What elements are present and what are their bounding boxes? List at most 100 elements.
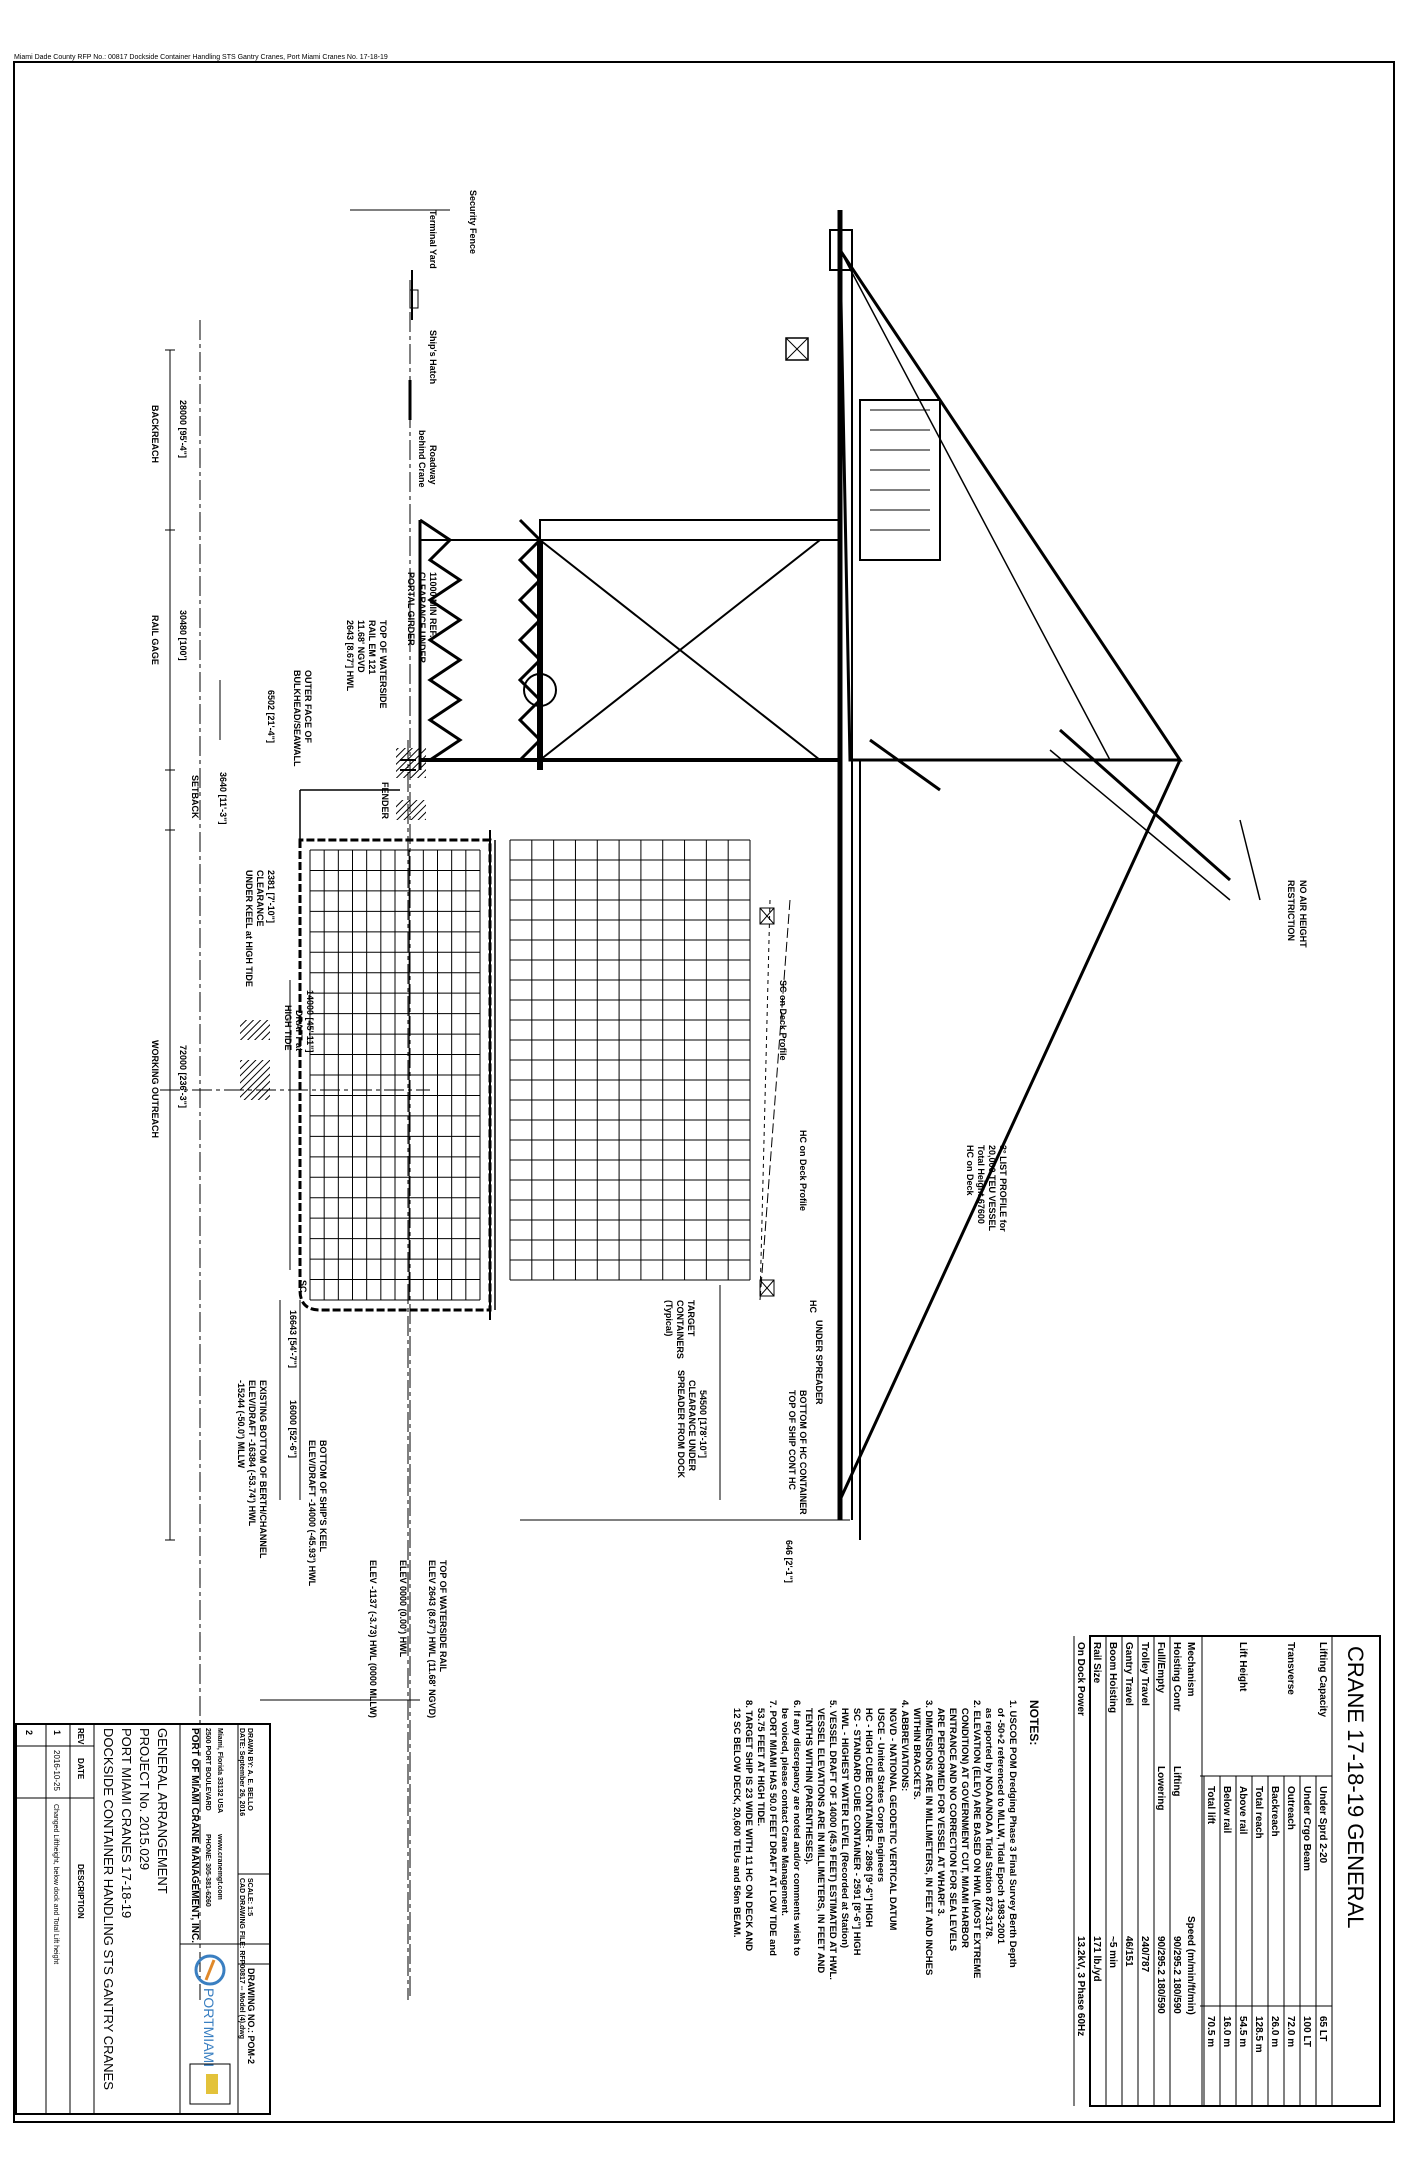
col-date: DATE	[76, 1758, 85, 1780]
dim-6502-label: 6502 [21'-4"]	[266, 690, 276, 743]
dim-railgage-label-2: RAIL GAGE	[150, 615, 160, 665]
note-line: as reported by NOAA/NOAA Tidal Station 8…	[983, 1700, 994, 1939]
note-line: 7. PORT MIAMI HAS 50.0 FEET DRAFT AT LOW…	[767, 1700, 778, 1956]
dimension-lines	[160, 320, 850, 2000]
spec-row-value: 54.5 m	[1237, 2016, 1248, 2047]
spec-row-value: 16.0 m	[1221, 2016, 1232, 2047]
vessel-hull	[298, 838, 492, 1312]
note-line: of -50+2 referenced to MLLW, Tidal Epoch…	[995, 1700, 1006, 1945]
clearance-portal-label-3: PORTAL GIRDER	[406, 572, 416, 646]
mech-row-value: 46/151	[1123, 1936, 1134, 1967]
note-line: USCE - United States Corps Engineers	[875, 1700, 886, 1882]
dim-16000-label: 16000 [52'-6"]	[288, 1400, 298, 1458]
sc-marker-label: SC	[298, 1280, 308, 1293]
below-deck-cargo	[309, 849, 481, 1301]
note-line: ENTRANCE AND NO CORRECTION FOR SEA LEVEL…	[947, 1700, 958, 1951]
rev-no: 2	[24, 1730, 34, 1735]
clearance-2381-label-2: CLEARANCE	[255, 870, 265, 927]
mech-row-label: Gantry Travel	[1123, 1642, 1134, 1706]
hc-marker-label: HC	[808, 1300, 818, 1313]
spec-row-sub: Under Sprd 2-20	[1317, 1786, 1328, 1864]
dim-backreach-label-1: 28000 [95'-4"]	[178, 400, 188, 458]
document-header: Miami Dade County RFP No.: 00817 Docksid…	[14, 54, 388, 61]
note-line: 2. ELEVATION (ELEV) ARE BASED ON HWL (MO…	[971, 1700, 982, 1978]
spec-row-label: Lift Height	[1237, 1642, 1248, 1692]
dim-backreach-label-2: BACKREACH	[150, 405, 160, 463]
note-line: 6. If any discrepancy are noted and/or c…	[791, 1700, 802, 1956]
title-block: 2 1 2016-10-25 Changed Liftheight, below…	[15, 1723, 271, 2115]
crane-elevation	[350, 209, 1261, 2000]
draft-label-1: DRAFT at	[294, 1010, 304, 1051]
keel-label-1: BOTTOM OF SHIP'S KEEL	[318, 1440, 328, 1552]
fender-label: FENDER	[380, 782, 390, 820]
drawing-border	[13, 61, 1395, 2123]
col-desc: DESCRIPTION	[76, 1864, 85, 1919]
target-container-bottom	[759, 1279, 775, 1297]
clearance-2381-label-1: 2381 [7'-10"]	[266, 870, 276, 923]
org-4: PHONE: 305-381-6260	[204, 1834, 211, 1907]
no-air-height-label: NO AIR HEIGHT	[1298, 880, 1308, 948]
list-profile-label-3: Total Height 67600	[976, 1145, 986, 1224]
under-spreader-label: UNDER SPREADER	[814, 1320, 824, 1405]
list-profile-label-4: HC on Deck	[965, 1145, 975, 1197]
hc-profile-label: HC on Deck Profile	[798, 1130, 808, 1211]
dim-646-label: 646 [2'-1"]	[784, 1540, 794, 1583]
date: DATE: September 26, 2016	[238, 1728, 245, 1816]
counterweight-box	[785, 337, 809, 361]
spec-row-value: 65 LT	[1317, 2016, 1328, 2041]
bottom-hc-label-2: TOP OF SHIP CONT HC	[787, 1390, 797, 1491]
target-label-2: CONTAINERS	[675, 1300, 685, 1359]
mech-row-label: Boom Hoisting	[1107, 1642, 1118, 1713]
elev-label-3: ELEV 0000 (0.00') HWL	[398, 1560, 408, 1658]
outer-face-label-2: BULKHEAD/SEAWALL	[292, 670, 302, 767]
spec-row-value: 72.0 m	[1285, 2016, 1296, 2047]
mech-row-value: 240/787	[1139, 1936, 1150, 1973]
machinery-house	[859, 399, 941, 561]
org-3: Miami, Florida 33132 USA	[216, 1728, 223, 1813]
proj-4: GENERAL ARRANGEMENT	[155, 1728, 170, 1894]
mech-row-label: Hoisting Contr	[1171, 1642, 1182, 1712]
on-deck-cargo	[509, 839, 751, 1281]
clearance-portal-label-2: CLEARANCE UNDER	[417, 572, 427, 664]
spec-row-sub: Total lift	[1205, 1786, 1216, 1825]
restriction-label: RESTRICTION	[1286, 880, 1296, 941]
dim-54500-label-3: SPREADER FROM DOCK	[676, 1370, 686, 1479]
target-label-1: TARGET	[686, 1300, 696, 1337]
mech-row-sub: Lowering	[1155, 1766, 1166, 1810]
vessel-section	[298, 830, 791, 1320]
mech-header: Mechanism	[1185, 1642, 1196, 1697]
rev-date: 2016-10-25	[52, 1750, 61, 1791]
mech-row-label: Trolley Travel	[1139, 1642, 1150, 1706]
elev-label-2: ELEV 2643 (8.67') HWL (11.68' NGVD)	[427, 1560, 437, 1718]
clearance-portal-label-1: 11000 MIN REF.	[428, 572, 438, 638]
portal-brace-2	[539, 539, 821, 761]
clearance-2381-label-3: UNDER KEEL at HIGH TIDE	[244, 870, 254, 987]
proj-3: PROJECT No. 2015.029	[137, 1728, 152, 1870]
spec-row-value: 128.5 m	[1253, 2016, 1264, 2053]
note-line: 53.75 FEET AT HIGH TIDE.	[755, 1700, 766, 1826]
behind-crane-label: behind Crane	[417, 430, 427, 488]
mech-row-value: 13.2kV, 3 Phase 60Hz	[1075, 1936, 1086, 2036]
mech-row-label: Rail Size	[1091, 1642, 1102, 1684]
apex-frame	[838, 244, 1183, 762]
dim-setback-label-1: 3640 [11'-3"]	[218, 772, 228, 824]
quay-wall	[240, 748, 426, 1100]
note-line: 8. TARGET SHIP IS 23 WIDE WITH 11 HC ON …	[743, 1700, 754, 1951]
security-fence-label: Security Fence	[468, 190, 478, 254]
note-line: WITHIN BRACKETS.	[911, 1700, 922, 1800]
note-line: 4. ABBREVIATIONS:	[899, 1700, 910, 1791]
notes-block: NOTES: 1. USCOE POM Dredging Phase 3 Fin…	[731, 1700, 1041, 1980]
mech-row-label: Full/Empty	[1155, 1642, 1166, 1694]
org-5: www.cranemgt.com	[216, 1833, 223, 1900]
spec-row-sub: Backreach	[1269, 1786, 1280, 1837]
dim-14000-label: 14000 [45'-11"]	[305, 990, 315, 1052]
elev-label-1: TOP OF WATERSIDE RAIL	[438, 1560, 448, 1673]
spec-row-value: 26.0 m	[1269, 2016, 1280, 2047]
top-waterside-label-2: RAIL EM 121	[367, 620, 377, 674]
mech-row-value: ~5 min	[1107, 1936, 1118, 1968]
proj-2: PORT MIAMI CRANES 17-18-19	[119, 1728, 134, 1918]
scale: SCALE: 1:5	[246, 1878, 253, 1916]
dim-16643-label: 16643 [54'-7"]	[288, 1310, 298, 1368]
top-waterside-label-3: 11.68' NGVD	[356, 620, 366, 673]
roadway-label: Roadway	[428, 445, 438, 485]
